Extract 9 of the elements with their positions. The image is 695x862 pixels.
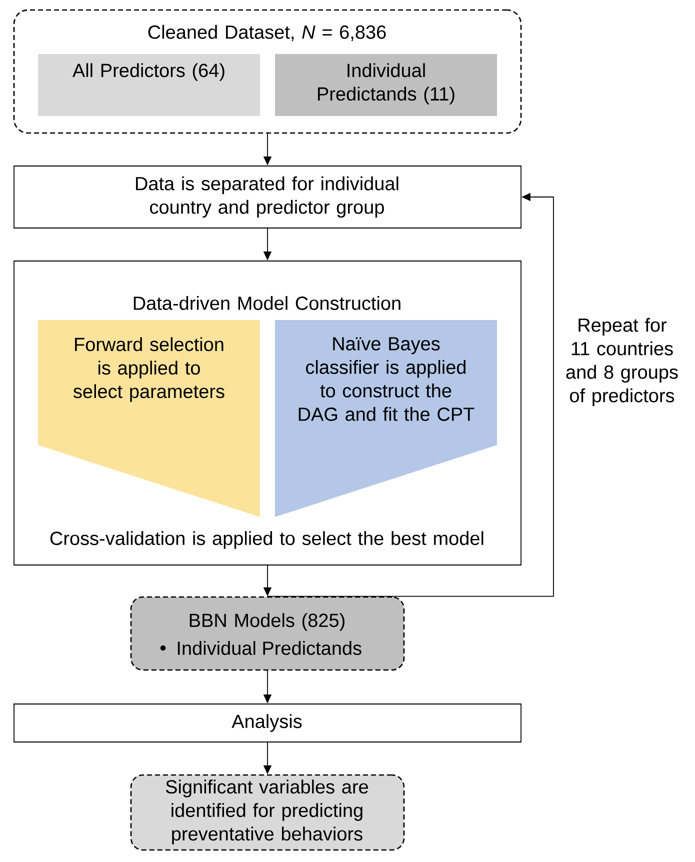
- process-box: Analysis: [14, 704, 522, 742]
- pentagon-box: Naïve Bayes classifier is applied to construct the DAG and fit the CPT: [275, 320, 497, 517]
- pentagon-box: Forward selection is applied to select parameters: [38, 320, 260, 517]
- result-box: Significant variables are identified for predicting preventative behaviors: [130, 774, 405, 851]
- predictor-box: All Predictors (64): [38, 54, 260, 116]
- model-box: BBN Models (825) Individual Predictands: [130, 596, 405, 671]
- predictand-box: Individual Predictands (11): [275, 54, 497, 116]
- edge-label: Repeat for 11 countries and 8 groups of predictors: [566, 318, 678, 406]
- process-box: Data is separated for individual country and predictor group: [14, 166, 522, 228]
